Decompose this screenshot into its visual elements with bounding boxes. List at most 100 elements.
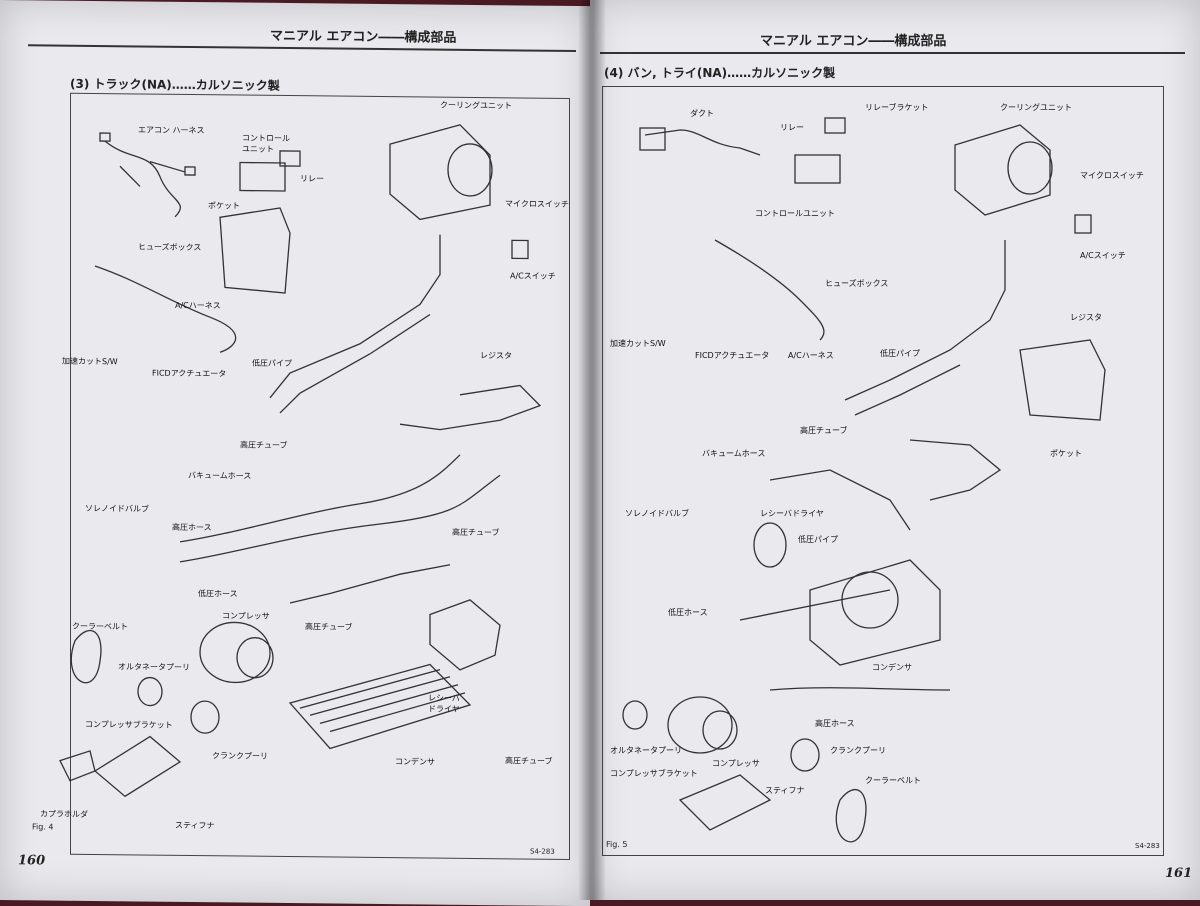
- low-pressure-pipe-2: [854, 364, 961, 416]
- connector: [99, 132, 111, 142]
- label-solenoid-valve: ソレノイドバルブ: [625, 509, 689, 518]
- label-stiffener: スティフナ: [765, 786, 805, 795]
- label-crank-pulley: クランクプーリ: [212, 751, 268, 761]
- high-pressure-hose: [769, 687, 951, 691]
- low-pressure-pipe-2: [279, 313, 431, 414]
- label-receiver-drier: レシーバ ドライヤ: [428, 693, 460, 714]
- receiver-drier-body: [429, 599, 501, 671]
- label-cooler-belt: クーラーベルト: [72, 621, 128, 632]
- cooling-fan-opening: [447, 143, 493, 197]
- label-low-pressure-hose: 低圧ホース: [198, 589, 238, 599]
- label-relay-bracket: リレーブラケット: [865, 103, 929, 112]
- right-figure-number: Fig. 5: [606, 840, 628, 849]
- cooler-belt-shape: [835, 788, 867, 843]
- label-accel-cut-switch: 加速カットS/W: [62, 356, 118, 367]
- receiver-drier-body: [753, 522, 787, 568]
- label-compressor: コンプレッサ: [712, 759, 760, 768]
- label-high-pressure-tube-3: 高圧チューブ: [305, 622, 353, 632]
- pocket-body: [1019, 339, 1106, 421]
- label-vacuum-hose: バキュームホース: [188, 470, 252, 481]
- label-compressor-bracket: コンプレッサブラケット: [85, 719, 173, 730]
- connector: [184, 166, 196, 176]
- label-crank-pulley: クランクプーリ: [830, 746, 886, 755]
- receiver-line: [769, 469, 911, 531]
- header-rule-right: [600, 52, 1185, 54]
- right-figure-code: S4-283: [1135, 842, 1160, 850]
- book-gutter: [578, 0, 606, 900]
- label-high-pressure-hose: 高圧ホース: [172, 522, 212, 533]
- label-relay: リレー: [300, 174, 324, 184]
- label-high-pressure-tube-1: 高圧チューブ: [240, 440, 288, 451]
- compressor-pulley: [702, 710, 738, 750]
- control-unit-body: [794, 154, 841, 184]
- label-pocket: ポケット: [1050, 449, 1082, 458]
- right-page-number: 161: [1165, 866, 1193, 881]
- condenser-fins: [299, 668, 466, 733]
- label-ficd-actuator: FICDアクチュエータ: [152, 368, 227, 379]
- high-pressure-tube: [909, 439, 1002, 501]
- coupler-holder-shape: [59, 750, 96, 782]
- label-high-pressure-tube: 高圧チューブ: [800, 426, 848, 435]
- alternator-pulley-shape: [622, 700, 648, 730]
- label-ac-switch: A/Cスイッチ: [510, 271, 556, 281]
- left-page: マニアル エアコン――構成部品 (3) トラック(NA)……カルソニック製: [0, 0, 590, 906]
- right-page: マニアル エアコン――構成部品 (4) バン, トライ(NA)……カルソニック製: [590, 0, 1200, 900]
- crank-pulley-shape: [190, 700, 220, 734]
- label-condenser: コンデンサ: [872, 663, 912, 672]
- right-page-header: マニアル エアコン――構成部品: [760, 34, 947, 49]
- ac-switch-body: [511, 239, 529, 260]
- label-high-pressure-tube-2: 高圧チューブ: [452, 527, 500, 538]
- label-ac-harness: A/Cハーネス: [175, 300, 221, 311]
- label-cooler-belt: クーラーベルト: [865, 776, 921, 785]
- cooling-unit-body: [389, 124, 491, 221]
- high-pressure-tube: [399, 384, 542, 431]
- label-stiffener: スティフナ: [175, 820, 215, 831]
- label-high-pressure-hose: 高圧ホース: [815, 719, 855, 728]
- control-unit-body: [239, 161, 286, 192]
- right-exploded-diagram: [622, 117, 1106, 843]
- ac-harness-wire: [94, 265, 237, 353]
- label-register: レジスタ: [1070, 313, 1102, 322]
- low-pressure-pipe: [844, 240, 1006, 401]
- relay-body: [824, 117, 846, 134]
- high-pressure-tube-2: [289, 564, 451, 604]
- cooling-unit-body: [954, 124, 1051, 216]
- duct-shape: [644, 129, 761, 156]
- label-low-pressure-pipe-2: 低圧パイプ: [798, 535, 838, 544]
- label-control-unit: コントロール ユニット: [242, 133, 290, 154]
- compressor-body: [667, 696, 733, 754]
- label-receiver-drier: レシーバドライヤ: [760, 509, 824, 518]
- compressor-body: [199, 621, 271, 684]
- low-pressure-pipe: [269, 234, 441, 399]
- right-figure-frame: [602, 86, 1164, 856]
- duct-grille: [639, 127, 666, 151]
- label-micro-switch: マイクロスイッチ: [505, 199, 569, 209]
- label-duct: ダクト: [690, 109, 714, 118]
- label-micro-switch: マイクロスイッチ: [1080, 171, 1144, 180]
- cooler-belt-shape: [70, 629, 102, 684]
- high-pressure-hose-2: [179, 474, 501, 563]
- label-vacuum-hose: バキュームホース: [702, 449, 766, 458]
- label-ac-harness: A/Cハーネス: [788, 351, 834, 360]
- low-pressure-hose: [739, 589, 891, 621]
- label-alternator-pulley: オルタネータプーリ: [610, 746, 682, 755]
- label-ac-switch: A/Cスイッチ: [1080, 251, 1126, 260]
- compressor-bracket-shape: [93, 735, 182, 798]
- ac-switch-body: [1074, 214, 1092, 234]
- label-fuse-box: ヒューズボックス: [825, 279, 889, 288]
- harness-wire: [104, 140, 186, 218]
- label-solenoid-valve: ソレノイドバルブ: [85, 503, 149, 514]
- condenser-fan: [841, 571, 899, 629]
- condenser-body: [809, 559, 941, 666]
- label-ficd-actuator: FICDアクチュエータ: [695, 351, 770, 360]
- high-pressure-hose: [179, 454, 461, 543]
- label-coupler-holder: カプラホルダ: [40, 809, 88, 819]
- label-register: レジスタ: [480, 351, 512, 361]
- label-condenser: コンデンサ: [395, 757, 435, 767]
- left-figure-number: Fig. 4: [32, 822, 54, 832]
- left-page-number: 160: [18, 853, 46, 869]
- pocket-body: [219, 207, 291, 294]
- condenser-body: [288, 663, 472, 750]
- label-pocket: ポケット: [208, 201, 240, 211]
